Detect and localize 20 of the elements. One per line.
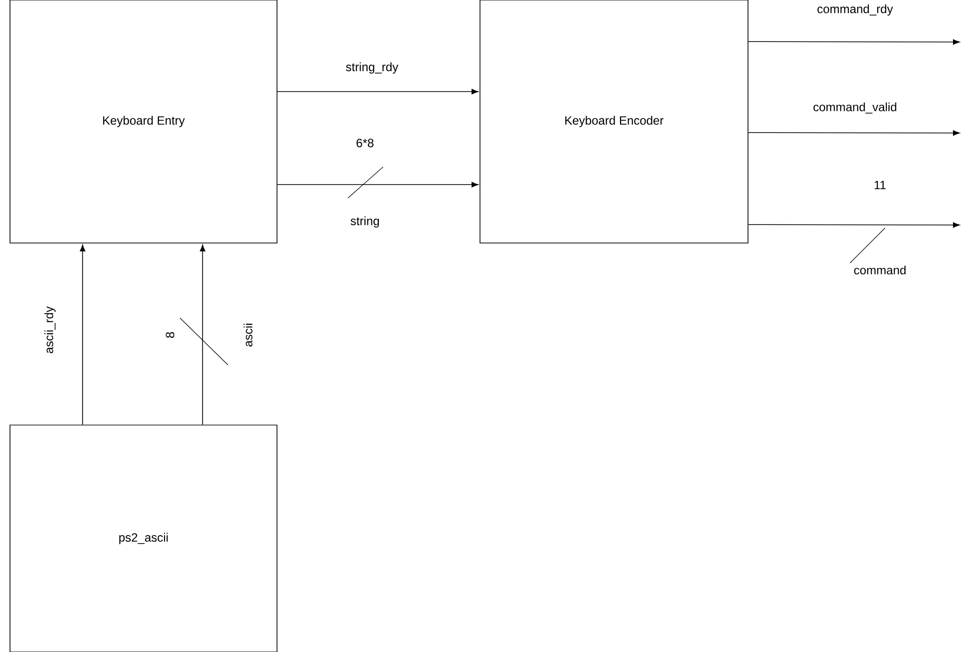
block-box: ps2_ascii <box>10 424 278 652</box>
signal-label: command_rdy <box>818 4 893 16</box>
arrow <box>748 130 960 136</box>
bus-width-label: 11 <box>874 180 886 190</box>
signal-label: command_valid <box>813 102 896 114</box>
arrow <box>748 222 960 228</box>
block-box: Keyboard Encoder <box>480 0 748 244</box>
arrow <box>200 244 206 425</box>
block-box: Keyboard Entry <box>10 0 278 244</box>
arrow <box>80 244 86 425</box>
arrow <box>277 88 478 94</box>
bus-width-label: 8 <box>166 332 174 338</box>
signal-label: string <box>350 216 379 228</box>
bus-width-label: 6*8 <box>356 138 374 148</box>
signal-label: ascii <box>244 324 252 346</box>
signal-label: ascii_rdy <box>44 306 56 354</box>
arrow <box>277 182 478 188</box>
arrow <box>748 39 960 45</box>
signal-label: string_rdy <box>346 62 398 74</box>
signal-label: command <box>854 266 906 274</box>
